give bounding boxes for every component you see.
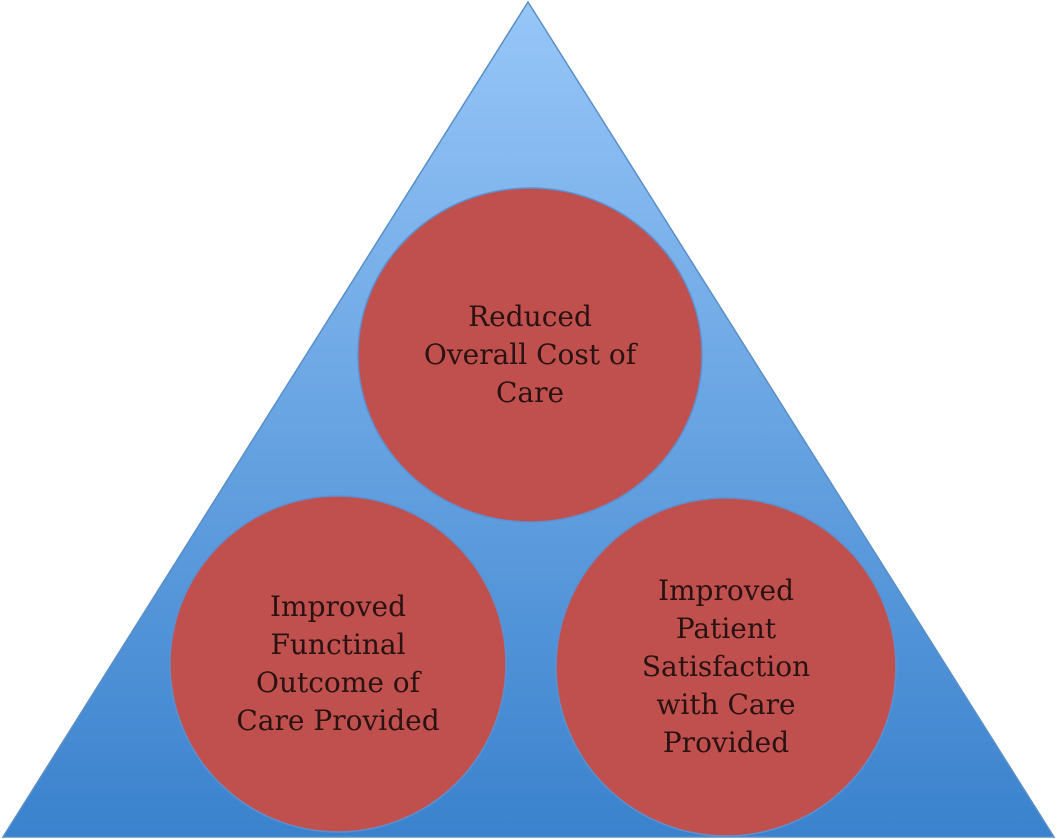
circle-top-line: Reduced [468, 300, 592, 333]
circle-right-line: with Care [656, 688, 796, 721]
circle-right-line: Satisfaction [641, 650, 811, 683]
circle-right-label: Improved Patient Satisfaction with Care … [556, 498, 896, 836]
circle-left [169, 495, 507, 833]
circle-left-line: Care Provided [236, 704, 440, 737]
circle-left-line: Functinal [270, 628, 406, 661]
circle-top-line: Care [495, 376, 565, 409]
circle-top [357, 187, 703, 523]
circle-right-line: Patient [675, 612, 777, 645]
circle-top-label: Reduced Overall Cost of Care [358, 188, 702, 522]
circle-left-line: Improved [269, 590, 407, 623]
circle-left-line: Outcome of [255, 666, 421, 699]
circle-right-line: Provided [662, 726, 790, 759]
circle-top-line: Overall Cost of [423, 338, 637, 371]
circle-right-line: Improved [657, 574, 795, 607]
circle-left-label: Improved Functinal Outcome of Care Provi… [170, 496, 506, 832]
circle-right [555, 497, 897, 837]
